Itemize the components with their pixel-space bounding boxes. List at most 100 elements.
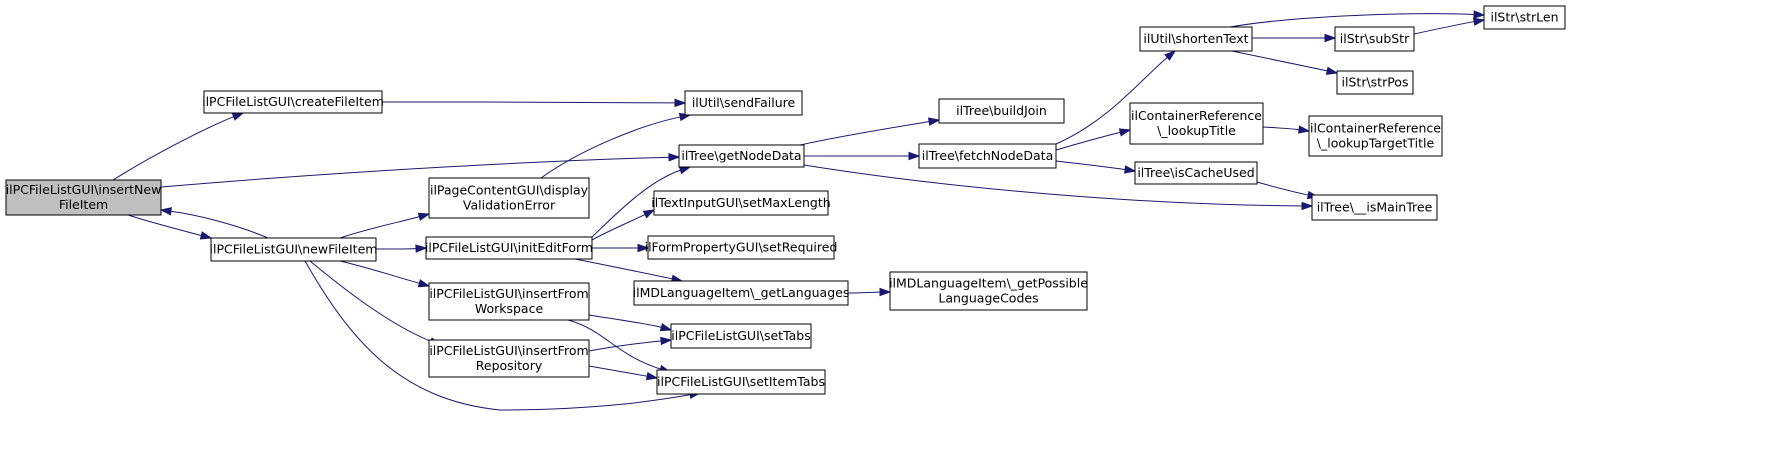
node-setTabs[interactable]: ilPCFileListGUI\setTabs bbox=[670, 323, 812, 349]
edge-line bbox=[1055, 131, 1123, 151]
node-label: ilPCFileListGUI\createFileItem bbox=[202, 94, 384, 109]
edge-getLanguages-to-getPossibleLanguageCodes bbox=[847, 287, 892, 297]
node-buildJoin[interactable]: ilTree\buildJoin bbox=[938, 98, 1065, 124]
edge-createFileItem-to-sendFailure bbox=[381, 98, 687, 108]
edge-line bbox=[1231, 50, 1330, 72]
node-getNodeData[interactable]: ilTree\getNodeData bbox=[678, 144, 805, 168]
edge-line bbox=[799, 120, 932, 146]
node-createFileItem[interactable]: ilPCFileListGUI\createFileItem bbox=[202, 90, 384, 114]
edge-newFileItem-to-insertNewFileItem bbox=[159, 207, 269, 239]
node-box bbox=[647, 235, 835, 260]
node-getPossibleLanguageCodes[interactable]: ilMDLanguageItem\_getPossibleLanguageCod… bbox=[889, 271, 1088, 311]
edge-line bbox=[591, 213, 648, 241]
edge-fetchNodeData-to-lookupTitle bbox=[1055, 128, 1132, 151]
edges-layer bbox=[112, 10, 1486, 411]
node-shortenText[interactable]: ilUtil\shortenText bbox=[1139, 26, 1253, 52]
edge-getNodeData-to-buildJoin bbox=[799, 117, 941, 146]
node-strLen[interactable]: ilStr\strLen bbox=[1483, 5, 1566, 30]
node-label: ilStr\subStr bbox=[1340, 31, 1410, 46]
node-setItemTabs[interactable]: ilPCFileListGUI\setItemTabs bbox=[656, 369, 826, 395]
edge-fetchNodeData-to-isCacheUsed bbox=[1055, 160, 1137, 174]
edge-arrowhead bbox=[1325, 66, 1339, 75]
edge-line bbox=[803, 164, 1305, 207]
edge-lookupTitle-to-lookupTargetTitle bbox=[1262, 125, 1311, 134]
node-getLanguages[interactable]: ilMDLanguageItem\_getLanguages bbox=[633, 280, 850, 306]
edge-line bbox=[1055, 160, 1128, 171]
node-lookupTargetTitle[interactable]: ilContainerReference\_lookupTargetTitle bbox=[1308, 115, 1443, 157]
node-isMainTree[interactable]: ilTree\__isMainTree bbox=[1311, 194, 1438, 221]
edge-line bbox=[127, 214, 204, 237]
node-box bbox=[684, 90, 803, 116]
node-box bbox=[210, 237, 377, 262]
node-label: ilTree\buildJoin bbox=[956, 103, 1047, 118]
edge-arrowhead bbox=[1123, 165, 1137, 174]
edge-newFileItem-to-insertFromRepository bbox=[309, 260, 442, 346]
node-box bbox=[1139, 26, 1253, 52]
edge-arrowhead bbox=[1298, 125, 1311, 134]
node-box bbox=[1311, 194, 1438, 221]
node-lookupTitle[interactable]: ilContainerReference\_lookupTitle bbox=[1129, 102, 1264, 145]
node-label: Repository bbox=[476, 358, 543, 373]
edge-line bbox=[1413, 20, 1477, 35]
node-box bbox=[918, 143, 1057, 169]
node-sendFailure[interactable]: ilUtil\sendFailure bbox=[684, 90, 803, 116]
edge-line bbox=[588, 365, 650, 378]
edge-arrowhead bbox=[159, 207, 172, 216]
edge-line bbox=[574, 258, 675, 280]
node-label: ValidationError bbox=[463, 198, 556, 213]
node-newFileItem[interactable]: ilPCFileListGUI\newFileItem bbox=[210, 237, 378, 262]
edge-insertFromRepository-to-setItemTabs bbox=[588, 365, 659, 381]
edge-line bbox=[1055, 55, 1170, 145]
node-box bbox=[428, 282, 590, 321]
node-label: ilUtil\shortenText bbox=[1143, 31, 1248, 46]
node-label: FileItem bbox=[59, 197, 108, 212]
edge-getNodeData-to-fetchNodeData bbox=[803, 151, 921, 161]
edge-arrowhead bbox=[417, 212, 431, 221]
node-strPos[interactable]: ilStr\strPos bbox=[1336, 70, 1414, 95]
edge-arrowhead bbox=[1118, 128, 1132, 137]
node-label: ilUtil\sendFailure bbox=[692, 95, 796, 110]
edge-insertFromRepository-to-setTabs bbox=[588, 336, 673, 352]
node-label: \_lookupTitle bbox=[1157, 123, 1236, 138]
node-label: ilFormPropertyGUI\setRequired bbox=[645, 240, 838, 255]
node-isCacheUsed[interactable]: ilTree\isCacheUsed bbox=[1134, 161, 1258, 185]
node-label: LanguageCodes bbox=[938, 291, 1038, 306]
edge-line bbox=[160, 156, 672, 188]
node-subStr[interactable]: ilStr\subStr bbox=[1334, 26, 1415, 52]
edge-insertNewFileItem-to-createFileItem bbox=[112, 112, 245, 181]
edge-line bbox=[304, 260, 693, 411]
node-box bbox=[1134, 161, 1258, 185]
node-setMaxLength[interactable]: ilTextInputGUI\setMaxLength bbox=[651, 190, 831, 216]
edge-insertNewFileItem-to-newFileItem bbox=[127, 214, 213, 240]
edge-line bbox=[847, 291, 883, 294]
edge-getNodeData-to-isMainTree bbox=[803, 164, 1314, 211]
node-label: ilTree\fetchNodeData bbox=[922, 148, 1053, 163]
edge-shortenText-to-strLen bbox=[1229, 10, 1486, 28]
edge-arrowhead bbox=[674, 98, 687, 108]
node-box bbox=[889, 271, 1088, 311]
node-setRequired[interactable]: ilFormPropertyGUI\setRequired bbox=[645, 235, 838, 260]
node-box bbox=[428, 339, 590, 378]
edge-line bbox=[381, 101, 678, 104]
edge-line bbox=[168, 210, 269, 239]
edge-subStr-to-strLen bbox=[1413, 17, 1486, 35]
edge-arrowhead bbox=[199, 231, 213, 240]
node-label: ilTree\__isMainTree bbox=[1317, 200, 1433, 215]
node-initEditForm[interactable]: ilPCFileListGUI\initEditForm bbox=[425, 236, 593, 260]
node-label: ilTree\isCacheUsed bbox=[1137, 165, 1254, 180]
edge-arrowhead bbox=[660, 336, 673, 346]
edge-arrowhead bbox=[1472, 17, 1486, 26]
node-fetchNodeData[interactable]: ilTree\fetchNodeData bbox=[918, 143, 1057, 169]
edge-arrowhead bbox=[659, 323, 673, 332]
edge-line bbox=[1229, 13, 1477, 28]
edge-fetchNodeData-to-shortenText bbox=[1055, 50, 1177, 145]
edge-arrowhead bbox=[879, 287, 892, 297]
node-box bbox=[656, 369, 826, 395]
node-box bbox=[670, 323, 812, 349]
